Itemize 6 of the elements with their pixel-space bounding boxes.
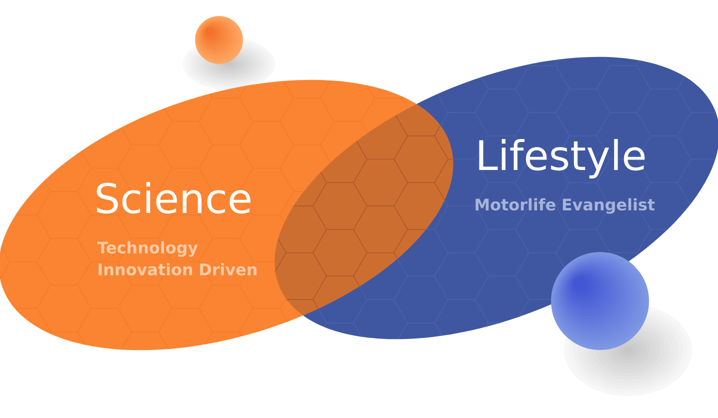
sphere (195, 16, 243, 64)
heading: Lifestyle (479, 138, 645, 178)
sphere (551, 252, 649, 350)
subtitle: Technology Innovation Driven (97, 241, 256, 276)
heading: Science (96, 182, 250, 214)
subtitle: Motorlife Evangelist (476, 198, 655, 214)
